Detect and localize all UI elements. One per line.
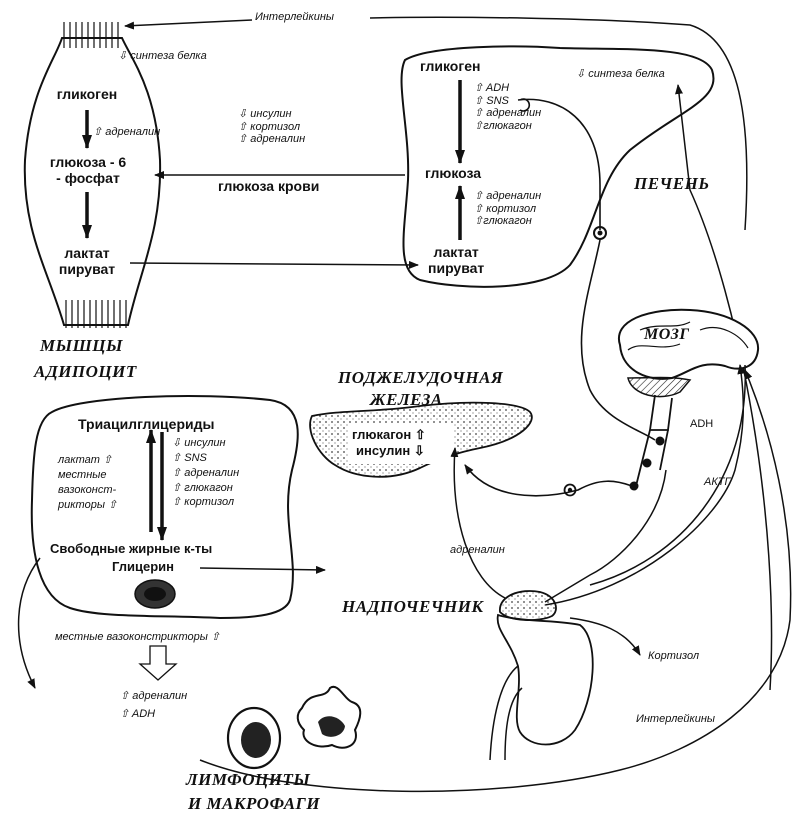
muscle-g6p-line1: глюкоза - 6 — [49, 154, 127, 170]
liver-pyruvate: пируват — [428, 260, 485, 277]
glycerol-arrow — [199, 565, 326, 574]
adrenaline-arrow — [450, 447, 506, 599]
pancreas-insulin: инсулин ⇩ — [356, 443, 425, 458]
adh-label: ADH — [690, 418, 714, 430]
liver-shape — [400, 45, 715, 288]
bottom-hormones: ⇧ адреналин ⇧ ADH — [120, 688, 187, 723]
muscle-lactate: лактат — [64, 245, 110, 261]
cortisol-label: Кортизол — [648, 650, 700, 662]
bottom-hormone-adh: ⇧ ADH — [120, 707, 156, 720]
middle-hormone-3: ⇧ адреналин — [238, 133, 306, 146]
actg-label: АКТГ — [704, 476, 731, 488]
adipo-hormone-cortisol: ⇧ кортизол — [172, 496, 235, 509]
ffa-arrow — [17, 557, 41, 689]
adipo-hormone-glucagon: ⇧ глюкагон — [172, 481, 233, 494]
muscle-cell — [23, 22, 162, 328]
middle-hormones: ⇩ инсулин ⇧ кортизол ⇧ адреналин — [238, 108, 305, 146]
adrenaline-label: адреналин — [450, 544, 505, 556]
adipocyte-shape — [30, 395, 299, 620]
adrenal-title: НАДПОЧЕЧНИК — [342, 597, 484, 616]
muscle-title: МЫШЦЫ — [40, 336, 123, 355]
liver-lower-hormones: ⇧ адреналин ⇧ кортизол ⇧глюкагон — [474, 190, 541, 228]
local-vasoconstrictors: местные вазоконстрикторы ⇧ — [55, 631, 221, 643]
adipocyte-left-factors: лактат ⇧ местные вазоконст- рикторы ⇧ — [58, 453, 117, 512]
adipo-factor-3: вазоконст- — [58, 483, 117, 496]
muscle-lactate-pyruvate: лактат пируват — [44, 245, 130, 277]
adipocyte-ffa: Свободные жирные к-ты — [50, 541, 213, 556]
middle-hormone-2: ⇧ кортизол — [238, 120, 301, 133]
liver-hormone-sns: ⇧ SNS — [474, 94, 509, 107]
liver-hormone-glucagon: ⇧глюкагон — [474, 119, 532, 132]
muscle-pyruvate: пируват — [58, 261, 116, 278]
adipocyte-hormones: ⇩ инсулин ⇧ SNS ⇧ адреналин ⇧ глюкагон ⇧… — [172, 436, 239, 510]
liver-hormone-adh: ⇧ ADH — [474, 82, 510, 94]
muscle-adrenaline: ⇧ адреналин — [93, 126, 161, 138]
liver-glycogen: гликоген — [420, 58, 481, 74]
liver-hormone-adrenaline: ⇧ адреналин — [474, 107, 542, 120]
adipocyte-title: АДИПОЦИТ — [34, 362, 137, 381]
liver-lower-cortisol: ⇧ кортизол — [474, 202, 537, 215]
liver-interleukin-arrow — [675, 84, 773, 691]
adipocyte-glycerol: Глицерин — [112, 559, 174, 574]
adipo-hormone-adrenaline: ⇧ адреналин — [172, 466, 240, 479]
adh-arrow — [544, 469, 667, 603]
bottom-hormone-adrenaline: ⇧ адреналин — [120, 690, 188, 702]
adipo-factor-4: рикторы ⇧ — [58, 498, 118, 511]
brain-liver-nerve — [580, 239, 656, 441]
macrophage — [296, 685, 362, 749]
liver-lower-adrenaline: ⇧ адреналин — [474, 190, 542, 202]
adipo-factor-2: местные — [58, 468, 107, 481]
liver-lactate-pyruvate: лактат пируват — [428, 244, 484, 276]
actg-arrow-2 — [589, 364, 746, 586]
pancreas-title-1: ПОДЖЕЛУДОЧНАЯ — [338, 368, 504, 387]
pancreas-title-2: ЖЕЛЕЗА — [370, 390, 443, 409]
adipocyte-tag: Триацилглицериды — [78, 416, 215, 432]
liver-title: ПЕЧЕНЬ — [634, 174, 710, 193]
interleukins-bottom-label: Интерлейкины — [636, 713, 715, 725]
pancreas-glucagon: глюкагон ⇧ — [352, 427, 426, 442]
adrenal-kidney — [489, 590, 594, 761]
muscle-g6p-line2: - фосфат — [56, 170, 120, 187]
interleukins-top-label: Интерлейкины — [255, 11, 334, 23]
muscle-protein-synthesis: ⇩ синтеза белка — [118, 50, 207, 62]
brain-shape — [617, 308, 760, 491]
interleukins-top-arrow — [124, 16, 748, 231]
pancreas-nerve — [464, 464, 633, 497]
blood-glucose-label: глюкоза крови — [218, 178, 320, 194]
muscle-glycogen: гликоген — [56, 86, 118, 102]
immune-title-2: И МАКРОФАГИ — [188, 794, 321, 813]
brain-title: МОЗГ — [644, 326, 690, 343]
lymphocyte — [226, 706, 282, 770]
muscle-g6p: глюкоза - 6 - фосфат — [38, 154, 138, 186]
lactate-arrow — [129, 260, 419, 269]
adipo-hormone-sns: ⇧ SNS — [172, 451, 207, 464]
cortisol-arrow — [569, 617, 641, 656]
liver-upper-hormones: ⇧ ADH ⇧ SNS ⇧ адреналин ⇧глюкагон — [474, 82, 541, 133]
liver-glucose: глюкоза — [425, 165, 482, 181]
adipo-hormone-insulin: ⇩ инсулин — [172, 437, 226, 449]
vasoconstrictor-hollow-arrow — [138, 645, 178, 681]
liver-protein-synthesis: ⇩ синтеза белка — [576, 68, 665, 80]
immune-title-1: ЛИМФОЦИТЫ — [186, 770, 311, 789]
liver-lactate: лактат — [433, 244, 479, 260]
liver-lower-glucagon: ⇧глюкагон — [474, 215, 532, 228]
pancreas-shape — [309, 401, 533, 478]
interleukins-bottom-arrow — [199, 369, 792, 793]
middle-hormone-1: ⇩ инсулин — [238, 108, 292, 120]
adipo-factor-1: лактат ⇧ — [58, 454, 113, 466]
